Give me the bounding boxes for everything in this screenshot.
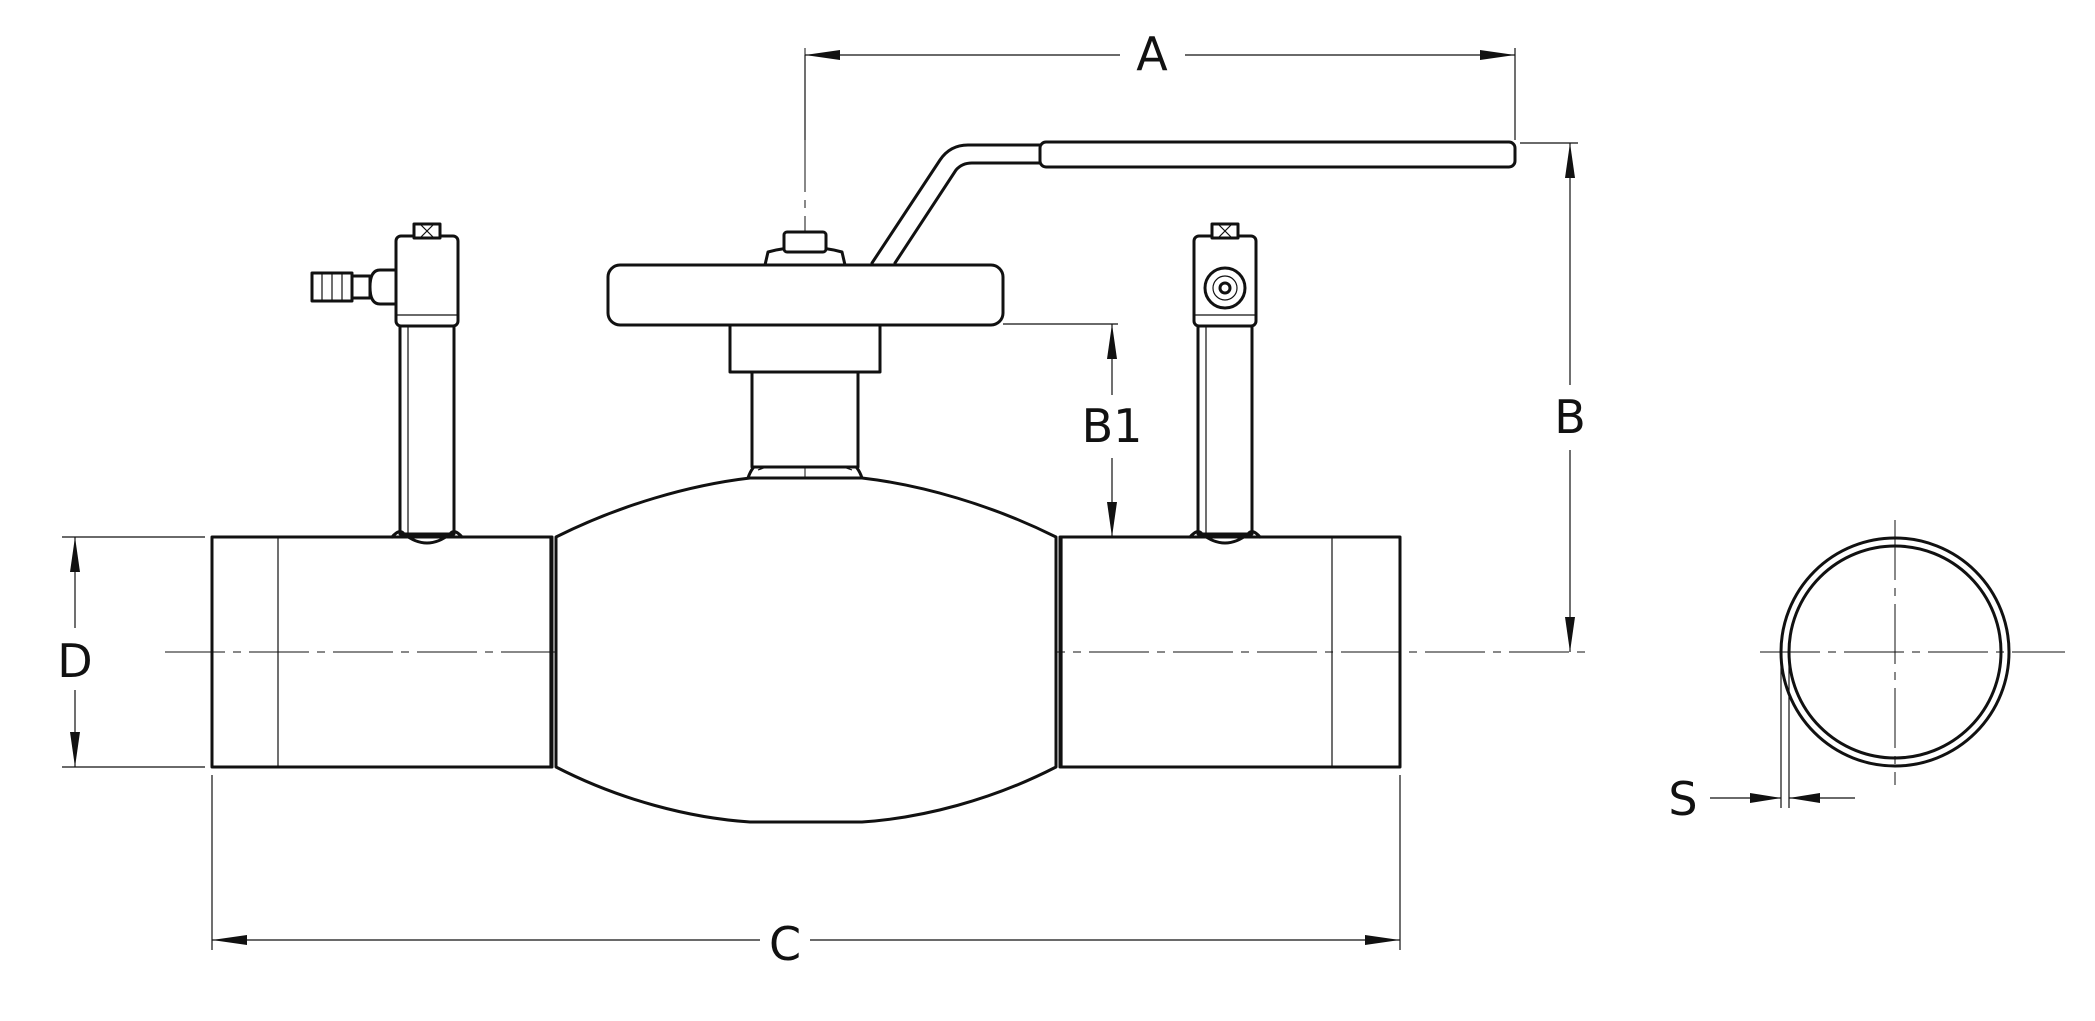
mounting-flange [606, 263, 1005, 327]
vent-fitting-right [1188, 222, 1262, 545]
left-pipe [210, 535, 554, 769]
dimension-c: C [211, 775, 1401, 971]
dimension-d: D [57, 536, 205, 768]
dimension-d-label: D [57, 634, 92, 688]
dimension-b1: B1 [1003, 323, 1143, 537]
left-riser [398, 320, 456, 536]
dimension-b1-label: B1 [1082, 399, 1143, 453]
lever-arm [870, 143, 1042, 265]
left-riser-weld [390, 530, 464, 545]
hose-barb [350, 274, 372, 300]
dimension-b-label: B [1554, 390, 1586, 444]
right-fitting-body [1192, 234, 1258, 328]
right-riser [1196, 320, 1254, 536]
handle-lever [870, 140, 1517, 265]
stem-assembly [606, 230, 1005, 469]
dimension-c-label: C [769, 917, 801, 971]
dimension-a: A [804, 27, 1516, 140]
dimension-s-label: S [1668, 772, 1697, 826]
right-port-outer [1203, 266, 1247, 310]
left-fitting-body [394, 234, 460, 328]
stem-collar [728, 322, 882, 374]
left-side-outlet [368, 268, 398, 306]
stem [750, 370, 860, 469]
right-riser-weld [1188, 530, 1262, 545]
dimension-a-label: A [1136, 27, 1168, 81]
lever-grip [1038, 140, 1517, 169]
right-port-inner [1218, 281, 1232, 295]
dimension-b: B [1520, 142, 1586, 652]
ball-housing [554, 476, 1058, 824]
dimension-s: S [1668, 652, 1855, 826]
drain-fitting-left [310, 222, 464, 545]
right-port-mid [1212, 275, 1238, 301]
right-pipe [1058, 535, 1402, 769]
valve-body [210, 449, 1402, 824]
stem-nut-top [782, 230, 828, 254]
